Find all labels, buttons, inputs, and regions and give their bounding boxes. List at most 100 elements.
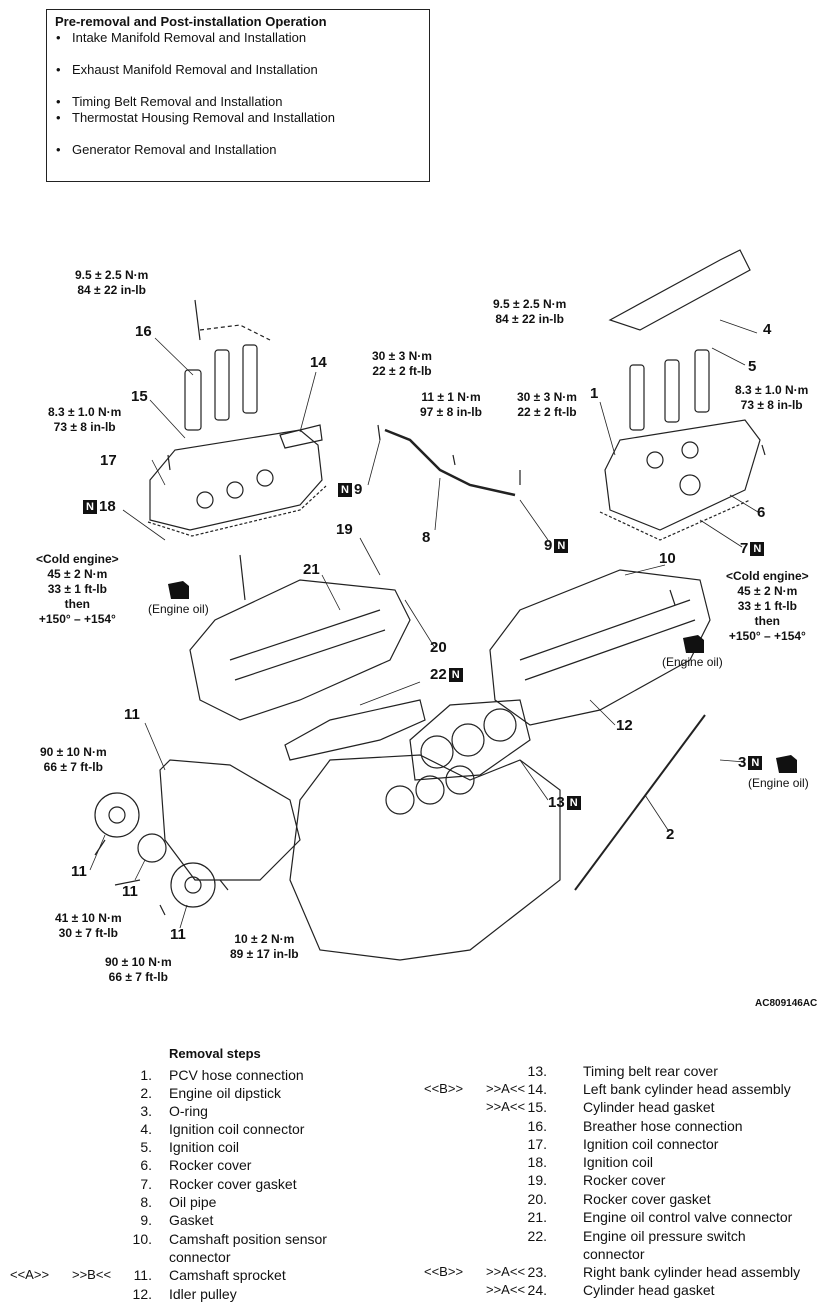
step-text: Ignition coil xyxy=(169,1139,240,1155)
step-number: 5. xyxy=(140,1139,152,1155)
callout-8: 8 xyxy=(422,529,431,546)
callout-21: 19 xyxy=(336,521,353,538)
step-number: 15. xyxy=(527,1099,547,1115)
preop-item: Timing Belt Removal and Installation xyxy=(55,94,421,110)
step-text: Right bank cylinder head assembly xyxy=(583,1264,801,1280)
step-number: 17. xyxy=(527,1136,547,1152)
preop-item: Intake Manifold Removal and Installation xyxy=(55,30,421,46)
step-number: 19. xyxy=(527,1172,547,1188)
oil-can-icon xyxy=(168,581,189,599)
step-text: Cylinder head gasket xyxy=(583,1282,715,1298)
code-s14b: >>A<< xyxy=(486,1081,526,1096)
step-text: Idler pulley xyxy=(169,1286,237,1302)
n-mark: N xyxy=(748,756,763,771)
step-number: 10. xyxy=(132,1231,152,1247)
idler-pulley xyxy=(137,833,167,863)
step-text: Engine oil dipstick xyxy=(169,1085,282,1101)
n-mark: N xyxy=(448,668,463,683)
step-text: Timing belt rear cover xyxy=(583,1063,718,1079)
step-text: Rocker cover gasket xyxy=(583,1191,711,1207)
callout-6: 6 xyxy=(757,504,766,521)
preop-box: Pre-removal and Post-installation Operat… xyxy=(46,9,430,182)
step-text: Rocker cover xyxy=(169,1157,252,1173)
step-text: PCV hose connection xyxy=(169,1067,304,1083)
step-text: Rocker cover gasket xyxy=(169,1176,297,1192)
callout-17: 15 xyxy=(131,388,148,405)
step-text: Camshaft sprocket xyxy=(169,1267,286,1283)
step-number: 9. xyxy=(140,1212,152,1228)
timing-belt-rear-cover xyxy=(159,759,301,881)
right-head-gasket xyxy=(409,699,531,781)
step-text: Oil pipe xyxy=(169,1194,217,1210)
right-rocker-cover xyxy=(604,419,761,531)
callout-14: 12 xyxy=(616,717,633,734)
camshaft-sprocket-upper xyxy=(94,792,140,838)
step-number: 14. xyxy=(527,1081,547,1097)
step-text: Cylinder head gasket xyxy=(583,1099,715,1115)
step-text: Ignition coil xyxy=(583,1154,654,1170)
step-text: Camshaft position sensor xyxy=(169,1231,327,1247)
n-mark: N xyxy=(750,542,765,557)
callout-1: 1 xyxy=(590,385,599,402)
code-s11b: >>B<< xyxy=(72,1267,112,1282)
step-text: O-ring xyxy=(169,1103,208,1119)
left-ignition-coil xyxy=(184,369,202,431)
removal-steps-title: Removal steps xyxy=(169,1046,261,1061)
callout-16: 14 xyxy=(310,354,327,371)
step-number: 7. xyxy=(140,1176,152,1192)
engine-block xyxy=(289,754,561,961)
step-number: 3. xyxy=(140,1103,152,1119)
engine-oil-label: (Engine oil) xyxy=(148,602,209,616)
callout-5: 5 xyxy=(748,358,757,375)
preop-item: Generator Removal and Installation xyxy=(55,142,421,158)
left-rocker-cover xyxy=(149,429,323,531)
callout-13: 11 xyxy=(124,706,140,723)
step-number: 22. xyxy=(527,1228,547,1244)
step-number: 2. xyxy=(140,1085,152,1101)
n-mark: N xyxy=(83,500,97,515)
preop-item: Thermostat Housing Removal and Installat… xyxy=(55,110,421,126)
callout-18: 16 xyxy=(135,323,152,340)
step-number: 13. xyxy=(527,1063,547,1079)
step-text: Engine oil pressure switch xyxy=(583,1228,746,1244)
step-number: 6. xyxy=(140,1157,152,1173)
code-s23a: <<B>> xyxy=(424,1264,464,1279)
step-text: Gasket xyxy=(169,1212,214,1228)
breather-hose xyxy=(279,424,323,449)
callout-10: 10 xyxy=(659,550,676,567)
oil-can-icon xyxy=(776,755,797,773)
callout-2: 2 xyxy=(666,826,675,843)
step-number: 21. xyxy=(527,1209,547,1225)
code-s11a: <<A>> xyxy=(10,1267,50,1282)
engine-oil-label: (Engine oil) xyxy=(662,655,723,669)
step-number: 24. xyxy=(527,1282,547,1298)
step-number: 11. xyxy=(133,1267,152,1283)
step-number: 20. xyxy=(527,1191,547,1207)
step-text-cont: connector xyxy=(169,1249,231,1265)
oil-can-icon xyxy=(683,635,704,653)
step-text-cont: connector xyxy=(583,1246,645,1262)
figure-code: AC809146AC xyxy=(755,998,818,1009)
ignition-harness xyxy=(608,249,751,331)
step-text: Left bank cylinder head assembly xyxy=(583,1081,791,1097)
oil-pipe xyxy=(384,428,516,497)
exploded-diagram xyxy=(89,249,766,961)
step-number: 1. xyxy=(140,1067,152,1083)
step-number: 18. xyxy=(527,1154,547,1170)
step-number: 23. xyxy=(527,1264,547,1280)
step-text: Breather hose connection xyxy=(583,1118,743,1134)
step-number: 12. xyxy=(132,1286,152,1302)
